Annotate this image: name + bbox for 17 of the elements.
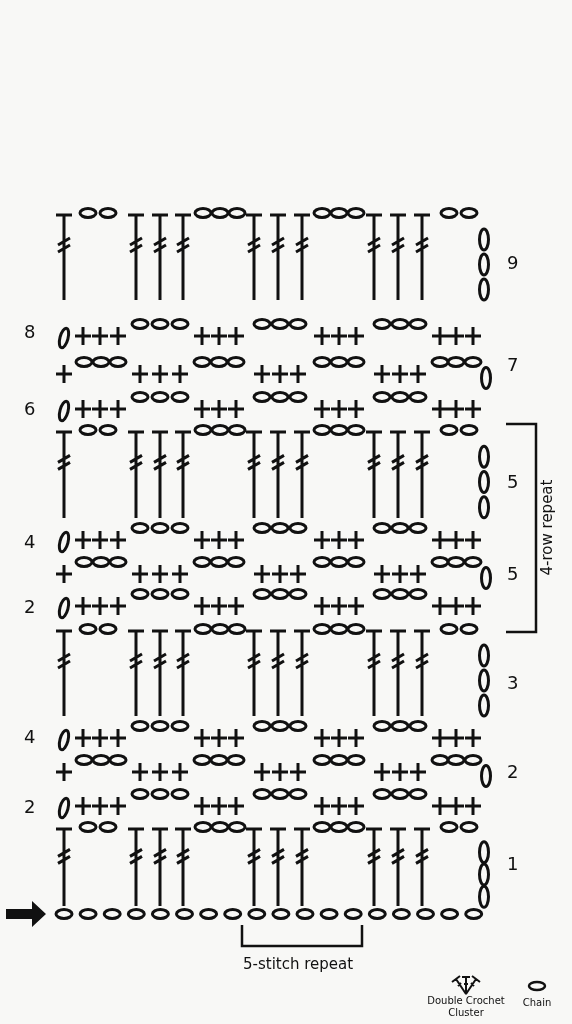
row-number: 4 <box>24 533 36 551</box>
row-number: 6 <box>24 400 36 418</box>
row-number: 2 <box>507 763 519 781</box>
row-number: 7 <box>507 356 519 374</box>
repeat-label: 4-row repeat <box>540 479 556 575</box>
row-number: 9 <box>507 254 519 272</box>
row-number: 1 <box>507 855 519 873</box>
row-number: 5 <box>507 565 519 583</box>
repeat-label: 5-stitch repeat <box>243 957 354 972</box>
row-number: 3 <box>507 674 519 692</box>
row-number: 4 <box>24 728 36 746</box>
row-number: 8 <box>24 323 36 341</box>
row-number: 5 <box>507 473 519 491</box>
legend-label: Double Crochet Cluster <box>426 995 506 1018</box>
legend-label: Chain <box>521 997 553 1009</box>
row-number: 2 <box>24 798 36 816</box>
row-number: 2 <box>24 598 36 616</box>
